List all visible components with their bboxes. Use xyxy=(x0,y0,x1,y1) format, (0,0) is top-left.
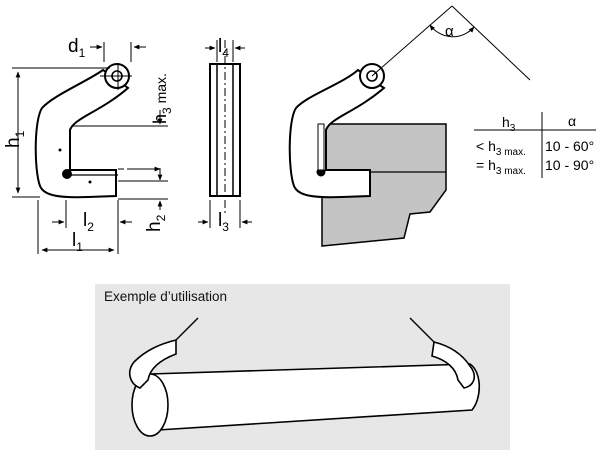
table-row-2-range: 10 - 90° xyxy=(545,157,594,173)
l3-label: l3 xyxy=(218,210,229,234)
table-header-alpha: α xyxy=(568,113,576,129)
l4-label: l4 xyxy=(218,36,229,60)
angle-table-text: h3 α < h3 max. 10 - 60° = h3 max. 10 - 9… xyxy=(476,113,594,177)
d1-label: d1 xyxy=(68,36,86,60)
clamp-front-view xyxy=(198,40,252,228)
h3max-label: h3 max. xyxy=(150,73,174,124)
dimension-labels: d1 l4 h3 max. h1 h2 l2 l1 l3 α xyxy=(3,23,454,254)
alpha-label: α xyxy=(445,23,454,40)
usage-illustration xyxy=(128,317,481,437)
table-row-1-condition: < h3 max. xyxy=(476,138,526,158)
table-row-2-condition: = h3 max. xyxy=(476,157,526,177)
table-row-1-range: 10 - 60° xyxy=(545,138,594,154)
h2-label: h2 xyxy=(144,214,168,232)
h1-label: h1 xyxy=(3,130,27,148)
angle-table xyxy=(474,112,596,178)
l2-label: l2 xyxy=(83,210,94,234)
clamp-side-view xyxy=(34,63,130,199)
l1-label: l1 xyxy=(72,230,83,254)
table-header-h: h3 xyxy=(502,114,516,134)
clamp-with-load xyxy=(288,5,531,247)
usage-example-caption: Exemple d’utilisation xyxy=(104,289,228,304)
